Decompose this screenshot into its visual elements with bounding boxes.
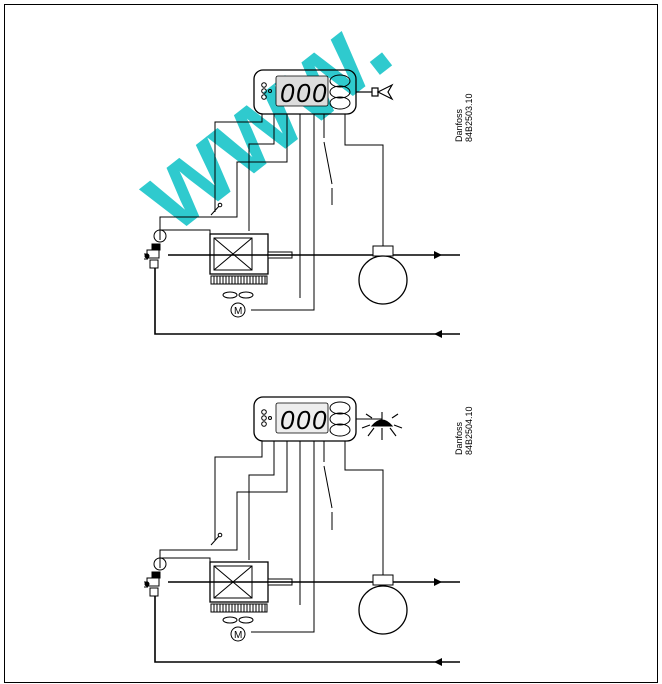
evaporator xyxy=(209,233,293,285)
lamp-icon xyxy=(356,412,403,440)
watermark-text: www. xyxy=(113,0,413,255)
page-border xyxy=(4,4,658,683)
evaporator xyxy=(209,561,293,613)
diagram-1: 0 0 0 xyxy=(144,69,460,338)
diagram-label: 84B2504.10 xyxy=(464,406,474,455)
diagram-label: 84B2503.10 xyxy=(464,93,474,142)
display-digit: 0 xyxy=(312,405,327,435)
display-digit: 0 xyxy=(296,78,311,108)
display-digit: 0 xyxy=(312,78,327,108)
fan-icon xyxy=(222,291,254,318)
motor-label: M xyxy=(234,630,242,641)
compressor xyxy=(358,574,408,635)
horn-icon xyxy=(356,83,394,101)
diagram-label: Danfoss xyxy=(454,421,464,455)
expansion-valve xyxy=(144,229,167,269)
expansion-valve xyxy=(144,557,167,597)
fan-icon xyxy=(222,616,254,642)
compressor xyxy=(358,245,408,305)
display-digit: 0 xyxy=(296,405,311,435)
controller-unit xyxy=(253,69,357,115)
diagram-label: Danfoss xyxy=(454,108,464,142)
display-digit: 0 xyxy=(280,78,295,108)
motor-label: M xyxy=(234,306,242,317)
display-digit: 0 xyxy=(280,405,295,435)
diagram-2: 0 0 0 xyxy=(144,396,460,666)
